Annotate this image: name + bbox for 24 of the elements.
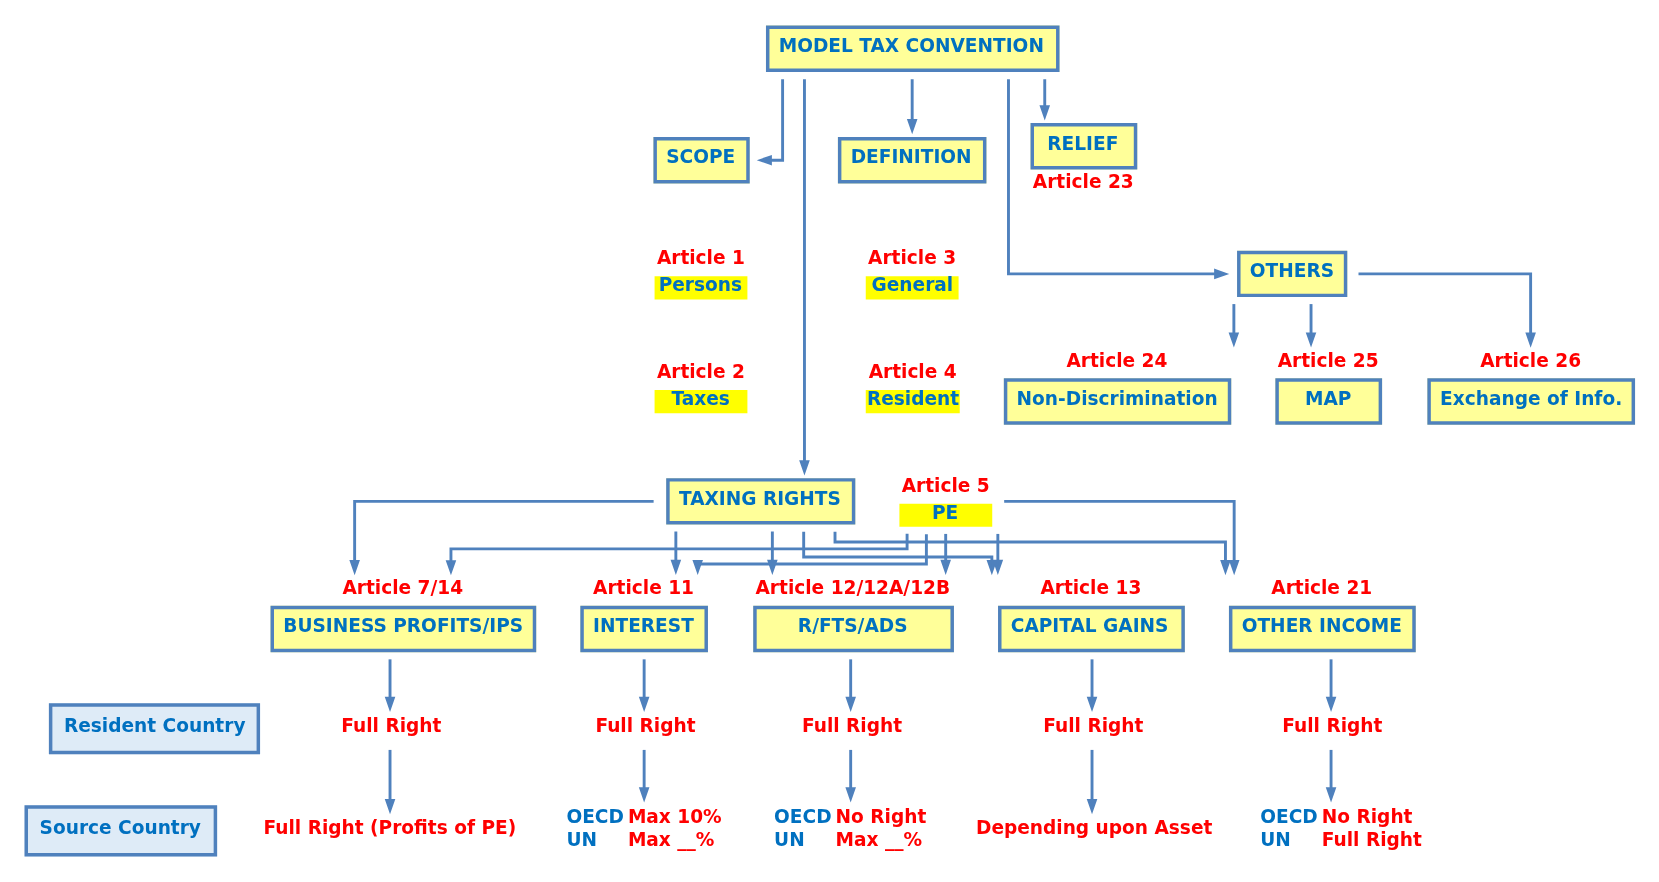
node-text: Full Right [341, 715, 442, 737]
node-label: Article 23 [1032, 170, 1134, 192]
node-label: Article 25 [1277, 349, 1379, 371]
node-text: Full Right [1043, 715, 1144, 737]
node-text: Full Right [801, 715, 903, 737]
node-text: OECD Max 10% UN Max __% [566, 805, 722, 850]
node-text: OECD No Right UN Full Right [1260, 805, 1422, 850]
node-text: Full Right [1282, 715, 1383, 737]
node-label: Article 4 [868, 361, 957, 383]
node-label: Article 1 [656, 247, 745, 269]
node-label: Article 21 [1271, 576, 1373, 598]
node-label: Article 3 [868, 247, 957, 269]
node-text: Full Right [595, 715, 696, 737]
node-label: Article 24 [1066, 349, 1168, 371]
node-label: Article 5 [901, 474, 990, 496]
node-label: Article 11 [593, 576, 695, 598]
node-label: Article 7/14 [342, 576, 464, 598]
node-label: Article 26 [1480, 349, 1582, 371]
node-text: OECD No Right UN Max __% [774, 805, 927, 850]
node-label: Article 12/12A/12B [755, 576, 951, 598]
node-label: Article 13 [1040, 576, 1142, 598]
node-text: Full Right (Profits of PE) [263, 817, 517, 839]
node-label: Article 2 [656, 361, 745, 383]
node-text: Depending upon Asset [975, 817, 1213, 839]
